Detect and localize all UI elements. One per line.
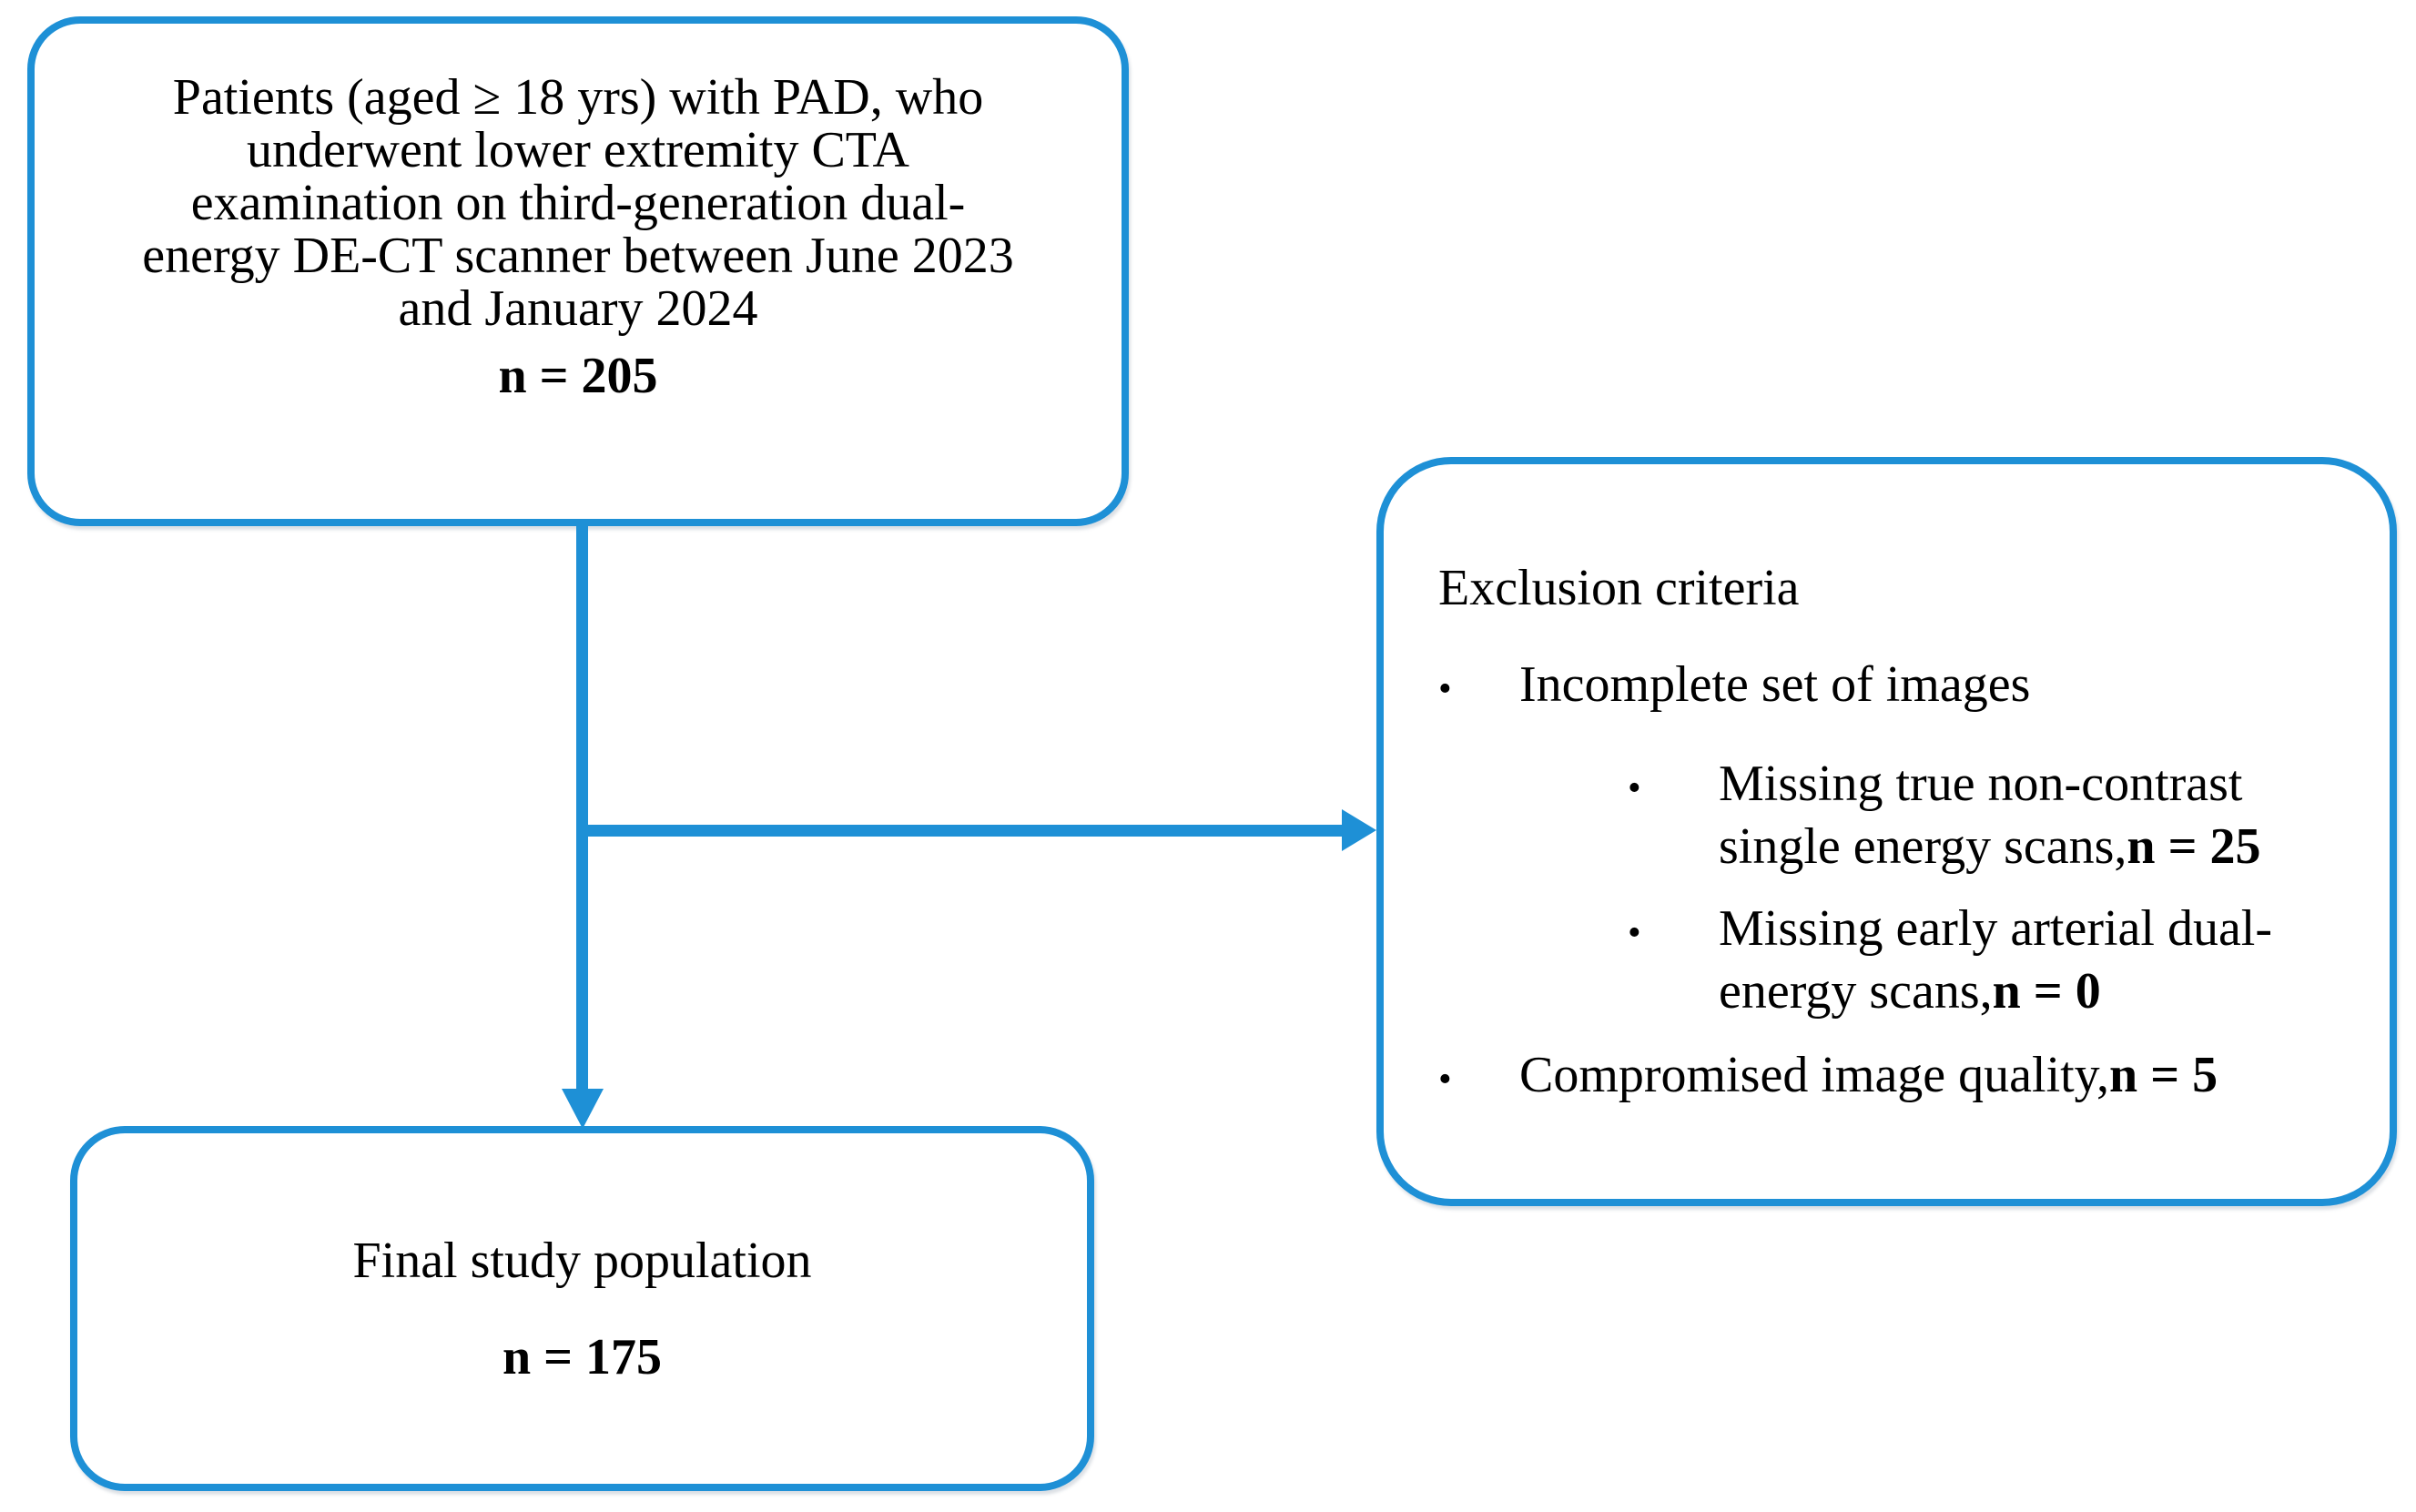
exclusion-text: Incomplete set of images bbox=[1519, 656, 2031, 713]
bullet-icon: • bbox=[1438, 1059, 1452, 1101]
bullet-icon: • bbox=[1438, 668, 1452, 710]
exclusion-row: • Compromised image quality, n = 5 bbox=[1384, 1046, 2390, 1109]
count-label: n = 175 bbox=[502, 1328, 663, 1385]
eligible-patients-box: Patients (aged ≥ 18 yrs) with PAD, who u… bbox=[27, 16, 1129, 526]
down-arrow bbox=[576, 526, 588, 1091]
exclusion-text: Exclusion criteria bbox=[1438, 560, 1800, 616]
exclusion-row: • Missing true non-contrast bbox=[1384, 755, 2390, 817]
exclusion-row: • Incomplete set of images bbox=[1384, 655, 2390, 718]
exclusion-row: single energy scans, n = 25 bbox=[1384, 817, 2390, 876]
text-line: energy DE-CT scanner between June 2023 bbox=[142, 228, 1014, 284]
bullet-icon: • bbox=[1628, 912, 1641, 954]
exclusion-criteria-box: Exclusion criteria • Incomplete set of i… bbox=[1376, 457, 2397, 1206]
final-population-box: Final study population n = 175 bbox=[70, 1126, 1094, 1491]
exclusion-text: Compromised image quality, bbox=[1519, 1047, 2110, 1103]
arrowhead-down-icon bbox=[562, 1089, 604, 1129]
exclusion-text: single energy scans, bbox=[1719, 818, 2127, 875]
count-label: n = 205 bbox=[498, 348, 658, 404]
exclusion-count: n = 0 bbox=[1992, 963, 2101, 1020]
text-line: Patients (aged ≥ 18 yrs) with PAD, who bbox=[172, 69, 984, 126]
exclusion-count: n = 5 bbox=[2109, 1047, 2218, 1103]
text-line: examination on third-generation dual- bbox=[190, 175, 966, 231]
exclusion-row: • Missing early arterial dual- bbox=[1384, 899, 2390, 962]
exclusion-text: Missing true non-contrast bbox=[1719, 756, 2243, 812]
right-arrow bbox=[583, 825, 1344, 837]
text-line: underwent lower extremity CTA bbox=[247, 122, 909, 178]
arrowhead-right-icon bbox=[1342, 809, 1376, 851]
final-population-label: Final study population bbox=[352, 1232, 812, 1289]
exclusion-title: Exclusion criteria bbox=[1384, 559, 2390, 617]
exclusion-text: energy scans, bbox=[1719, 963, 1993, 1020]
exclusion-text: Missing early arterial dual- bbox=[1719, 900, 2273, 957]
bullet-icon: • bbox=[1628, 767, 1641, 809]
exclusion-count: n = 25 bbox=[2127, 818, 2261, 875]
text-line: and January 2024 bbox=[398, 280, 758, 337]
exclusion-row: energy scans, n = 0 bbox=[1384, 962, 2390, 1020]
